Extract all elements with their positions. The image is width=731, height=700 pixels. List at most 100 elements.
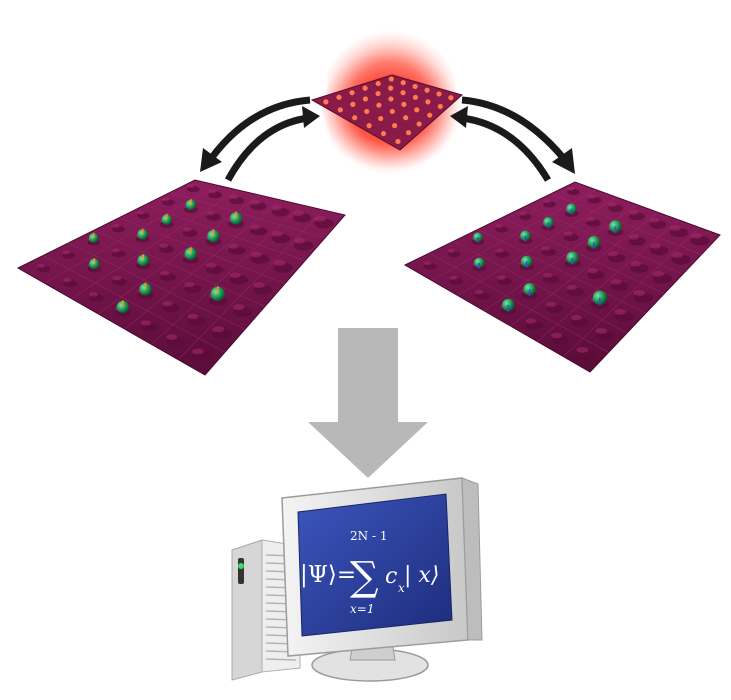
formula-ket: | x⟩ [404,563,439,588]
top-lattice-site [362,85,368,91]
right-lattice-peak [566,284,578,291]
left-lattice-peak [162,301,173,307]
left-lattice-peak [159,243,169,248]
arrow-to-left-lattice [207,96,311,163]
top-lattice-site [375,80,381,87]
top-lattice [310,74,464,151]
right-lattice [403,181,721,373]
right-lattice-grid-line [550,193,702,255]
right-lattice-grid-line [502,217,665,294]
left-lattice-peak [212,326,225,333]
left-lattice-grid-line [124,199,281,330]
right-lattice-peak [497,275,506,280]
left-lattice-grid-line [43,255,226,353]
top-lattice-site [366,123,372,129]
arrowhead-right-down [552,148,575,174]
right-lattice-peak [608,202,618,207]
left-lattice-grid-line [178,209,324,360]
left-lattice-peak [137,210,145,215]
left-lattice-grid-line [169,192,326,239]
power-led-icon [238,563,244,569]
left-lattice-peak [37,263,46,268]
right-lattice-peak [541,246,551,251]
right-lattice-peak [610,279,622,285]
right-lattice-peak [585,216,595,222]
top-lattice-site [375,90,381,97]
gray-arrow-shape [308,328,428,478]
left-lattice [16,179,346,376]
top-lattice-site [448,95,454,101]
right-lattice-peak [474,289,484,295]
right-lattice-peak [587,268,598,274]
top-lattice-site [349,90,355,96]
arrowhead-left-down [200,148,222,172]
right-lattice-peak [543,272,553,278]
tower-front [231,539,263,681]
left-lattice-peak [112,275,122,281]
right-lattice-peak [567,186,575,191]
formula-lhs: |Ψ⟩= [300,562,356,588]
left-lattice-peak [272,231,283,237]
top-lattice-site [352,115,358,121]
top-lattice-site [362,96,369,102]
top-lattice-site [395,138,401,145]
right-lattice-grid-line [453,241,628,334]
left-lattice-peak [229,194,239,200]
top-lattice-surface [310,74,464,151]
left-lattice-peak [62,250,70,255]
left-lattice-grid-line [144,204,306,261]
formula-coefficient: c [385,564,397,589]
right-lattice-grid-line [429,252,609,353]
top-lattice-site [364,108,370,115]
top-lattice-site [414,107,420,113]
right-lattice-grid-line [477,229,646,314]
top-lattice-site [412,83,418,90]
left-lattice-surface [16,179,346,376]
right-lattice-peak [423,261,432,266]
right-lattice-peak [649,217,660,223]
right-lattice-peak [614,309,627,315]
formula-lower-limit: x=1 [350,602,374,616]
left-lattice-peak [187,313,199,320]
right-lattice-peak [628,209,639,215]
top-lattice-site [405,130,412,136]
gray-down-arrow [308,328,428,478]
right-lattice-peak [650,243,662,249]
left-lattice-peak [160,270,170,276]
right-lattice-peak [690,232,703,239]
right-lattice-grid-line [510,212,659,327]
right-lattice-peak [630,261,642,267]
right-lattice-peak [570,314,582,321]
right-lattice-surface [403,181,721,373]
left-lattice-peak [273,260,286,266]
arrow-from-left-lattice [224,114,309,182]
left-lattice-peak [111,248,120,253]
right-lattice-peak [525,318,536,324]
left-lattice-peak [192,348,204,355]
top-lattice-site [388,76,394,82]
left-lattice-peak [253,282,265,288]
left-lattice-grid-line [119,217,286,284]
right-lattice-atoms [473,203,622,312]
monitor [281,477,483,657]
left-lattice-peak [89,292,98,297]
formula-coefficient-subscript: x [398,581,405,595]
right-lattice-peak [595,328,608,334]
left-lattice-peak [162,197,170,202]
tower-vent-line [265,658,297,661]
top-lattice-site [323,99,329,105]
tower-drive-slot [238,558,244,584]
right-lattice-peak [543,199,551,204]
left-lattice-grid-line [151,204,303,345]
monitor-side [461,477,483,641]
right-lattice-grid-line [526,205,683,275]
right-arrows [450,96,575,182]
left-lattice-peak [294,237,306,244]
right-lattice-grid-line [563,227,700,357]
left-lattice-grid-line [68,242,246,330]
right-lattice-peak [519,211,527,216]
left-arrows [200,96,320,182]
top-lattice-site [336,94,342,100]
right-lattice-peak [587,194,596,199]
